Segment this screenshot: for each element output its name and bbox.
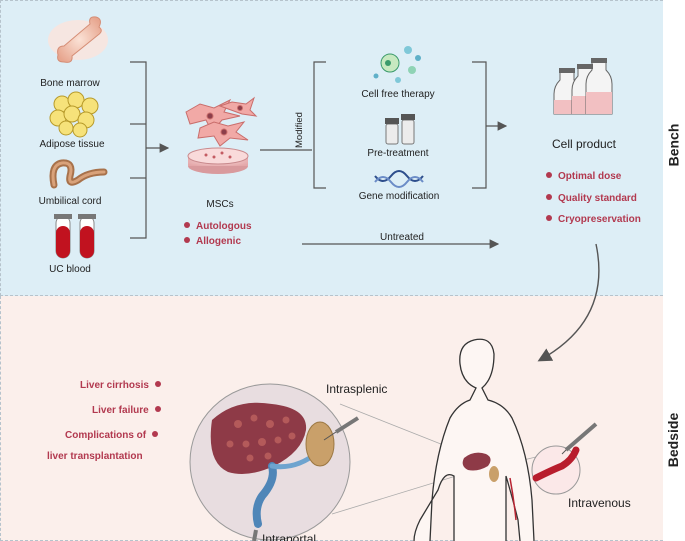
indication-label: Complications of: [65, 430, 147, 441]
cell-product-bottles-icon: [553, 58, 613, 115]
indication-complications: Complications of: [65, 430, 159, 441]
bullet-dot: [546, 172, 552, 179]
uc-blood-tubes-icon: [54, 214, 96, 259]
label-adipose-tissue: Adipose tissue: [39, 139, 105, 150]
label-untreated: Untreated: [380, 232, 424, 243]
label-modified: Modified: [294, 112, 305, 148]
label-gene-modification: Gene modification: [358, 191, 440, 202]
label-intravenous: Intravenous: [568, 496, 631, 510]
label-intraportal: Intraportal: [262, 532, 317, 541]
msc-cells-icon: [185, 96, 258, 147]
indication-label: Liver failure: [92, 405, 149, 416]
msc-type-label: Allogenic: [196, 236, 242, 247]
intravenous-vessel-icon: [531, 422, 598, 495]
section-label-bench-text: Bench: [665, 123, 682, 167]
indication-liver-failure: Liver failure: [92, 405, 161, 416]
bullet-dot: [184, 237, 190, 244]
petri-dish-icon: [187, 147, 249, 174]
umbilical-cord-icon: [49, 159, 108, 189]
bullet-dot: [154, 406, 161, 413]
intrasplenic-syringe-icon: [323, 416, 360, 441]
label-bone-marrow: Bone marrow: [40, 78, 100, 89]
cell-product-item-label: Quality standard: [558, 193, 637, 204]
bone-marrow-icon: [48, 16, 108, 63]
msc-type-autologous: Autologous: [184, 221, 252, 232]
label-umbilical-cord: Umbilical cord: [38, 196, 102, 207]
indication-liver-transplantation: liver transplantation: [47, 451, 143, 462]
label-pre-treatment: Pre-treatment: [367, 148, 429, 159]
section-label-bedside-text: Bedside: [665, 412, 681, 468]
cell-product-item-quality: Quality standard: [546, 193, 637, 204]
cell-product-item-dose: Optimal dose: [546, 171, 621, 182]
bench-to-bedside-arrow: [537, 243, 600, 362]
cell-product-item-label: Cryopreservation: [558, 214, 641, 225]
bench-panel: [0, 0, 663, 296]
indication-label: Liver cirrhosis: [80, 380, 149, 391]
bullet-dot: [154, 381, 161, 388]
label-cell-free-therapy: Cell free therapy: [361, 89, 435, 100]
human-body-outline: [413, 338, 535, 541]
cell-free-therapy-icon: [373, 46, 421, 83]
sources-bracket: [130, 61, 170, 239]
indication-liver-cirrhosis: Liver cirrhosis: [80, 380, 161, 391]
msc-type-label: Autologous: [196, 221, 252, 232]
msc-type-allogenic: Allogenic: [184, 236, 241, 247]
intraportal-syringe-icon: [252, 529, 258, 541]
bullet-dot: [546, 215, 552, 222]
adipose-tissue-icon: [49, 91, 99, 138]
cell-product-item-label: Optimal dose: [558, 171, 622, 182]
dna-helix-icon: [374, 170, 424, 188]
section-label-bedside: Bedside: [663, 390, 683, 490]
section-label-bench: Bench: [663, 100, 683, 190]
label-uc-blood: UC blood: [49, 264, 91, 275]
liver-zoom: [189, 383, 351, 541]
label-mscs: MSCs: [206, 199, 234, 210]
bullet-dot: [184, 222, 190, 229]
modified-bracket: [260, 61, 508, 189]
body-liver-icon: [462, 452, 517, 521]
label-intrasplenic: Intrasplenic: [326, 382, 388, 396]
pre-treatment-vials-icon: [385, 114, 415, 145]
label-cell-product: Cell product: [551, 137, 617, 151]
bullet-dot: [152, 431, 159, 438]
cell-product-item-cryo: Cryopreservation: [546, 214, 641, 225]
bullet-dot: [546, 194, 552, 201]
